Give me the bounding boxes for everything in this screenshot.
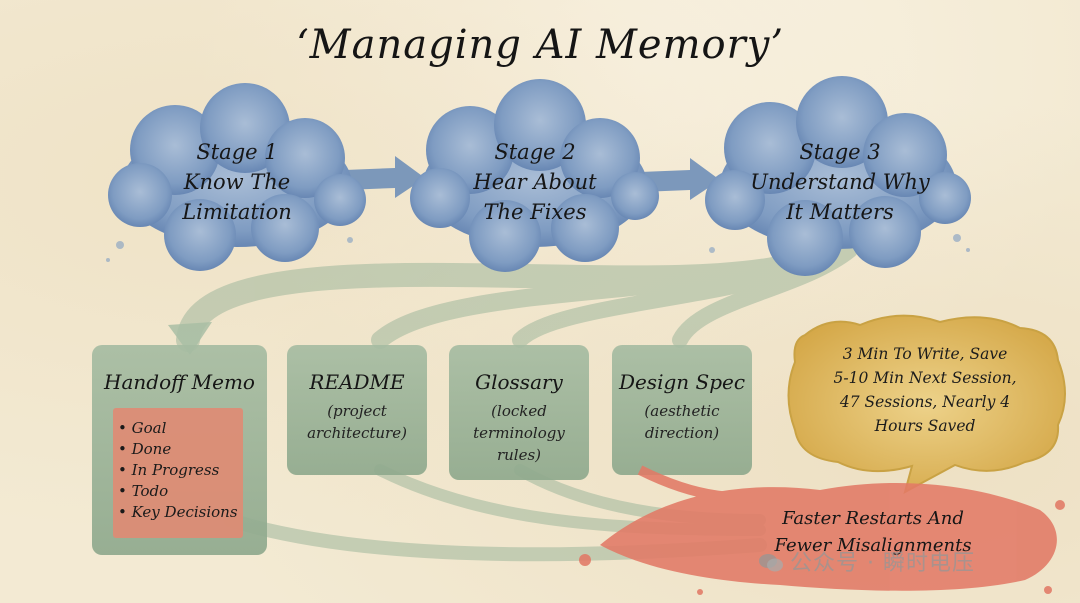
design-spec-sub-line: (aesthetic (644, 402, 720, 420)
stage-1-line-3: Limitation (182, 200, 292, 224)
outcome-splash (579, 465, 1065, 595)
glossary-sub-line: (locked (491, 402, 547, 420)
readme-subtitle: (project architecture) (287, 400, 427, 444)
memo-item: Todo (118, 481, 238, 502)
stage-2-line-1: Stage 2 (494, 140, 576, 164)
stage-1-line-2: Know The (183, 170, 291, 194)
wechat-icon (759, 554, 783, 572)
memo-item: Key Decisions (118, 502, 238, 523)
readme-title: README (309, 370, 405, 394)
paint-splatters (106, 234, 970, 262)
stage-1-line-1: Stage 1 (196, 140, 278, 164)
stage-cloud-2 (410, 79, 659, 272)
memo-item: Goal (118, 418, 238, 439)
design-spec-subtitle: (aesthetic direction) (612, 400, 752, 444)
readme-sub-line: architecture) (307, 424, 407, 442)
outcome-text: Faster Restarts And Fewer Misalignments (748, 505, 998, 559)
readme-sub-line: (project (327, 402, 387, 420)
outcome-line: Fewer Misalignments (774, 535, 972, 556)
callout-line: Hours Saved (874, 417, 976, 435)
stage-3-line-1: Stage 3 (799, 140, 881, 164)
stage-arrows (345, 156, 720, 200)
stage-2-line-3: The Fixes (483, 200, 587, 224)
down-arrow-head (168, 322, 212, 355)
design-spec-sub-line: direction) (644, 424, 720, 442)
memo-item: Done (118, 439, 238, 460)
stage-cloud-1 (108, 83, 366, 271)
stage-3-label: Stage 3 Understand Why It Matters (725, 137, 955, 227)
handoff-memo-title: Handoff Memo (104, 370, 255, 394)
stage-2-label: Stage 2 Hear About The Fixes (435, 137, 635, 227)
stage-2-line-2: Hear About (473, 170, 597, 194)
watermark-text: 公众号 · 瞬时电压 (790, 551, 975, 576)
stage-1-label: Stage 1 Know The Limitation (137, 137, 337, 227)
stage-3-line-2: Understand Why (750, 170, 930, 194)
glossary-sub-line: rules) (496, 446, 542, 464)
memo-item: In Progress (118, 460, 238, 481)
stage-3-line-3: It Matters (786, 200, 894, 224)
glossary-title: Glossary (475, 370, 563, 394)
page-title: ‘Managing AI Memory’ (295, 22, 785, 68)
readme-box (287, 345, 427, 475)
design-spec-box (612, 345, 752, 475)
design-spec-title: Design Spec (618, 370, 746, 394)
callout-text: 3 Min To Write, Save 5-10 Min Next Sessi… (800, 342, 1050, 438)
outcome-line: Faster Restarts And (782, 508, 964, 529)
glossary-box (449, 345, 589, 480)
glossary-subtitle: (locked terminology rules) (449, 400, 589, 466)
handoff-memo-list: Goal Done In Progress Todo Key Decisions (118, 418, 238, 523)
stage-cloud-3 (705, 76, 971, 276)
watermark: 公众号 · 瞬时电压 (758, 545, 975, 577)
callout-line: 5-10 Min Next Session, (833, 369, 1017, 387)
callout-bubble (787, 314, 1066, 494)
glossary-sub-line: terminology (473, 424, 565, 442)
callout-line: 47 Sessions, Nearly 4 (839, 393, 1011, 411)
callout-line: 3 Min To Write, Save (842, 345, 1008, 363)
